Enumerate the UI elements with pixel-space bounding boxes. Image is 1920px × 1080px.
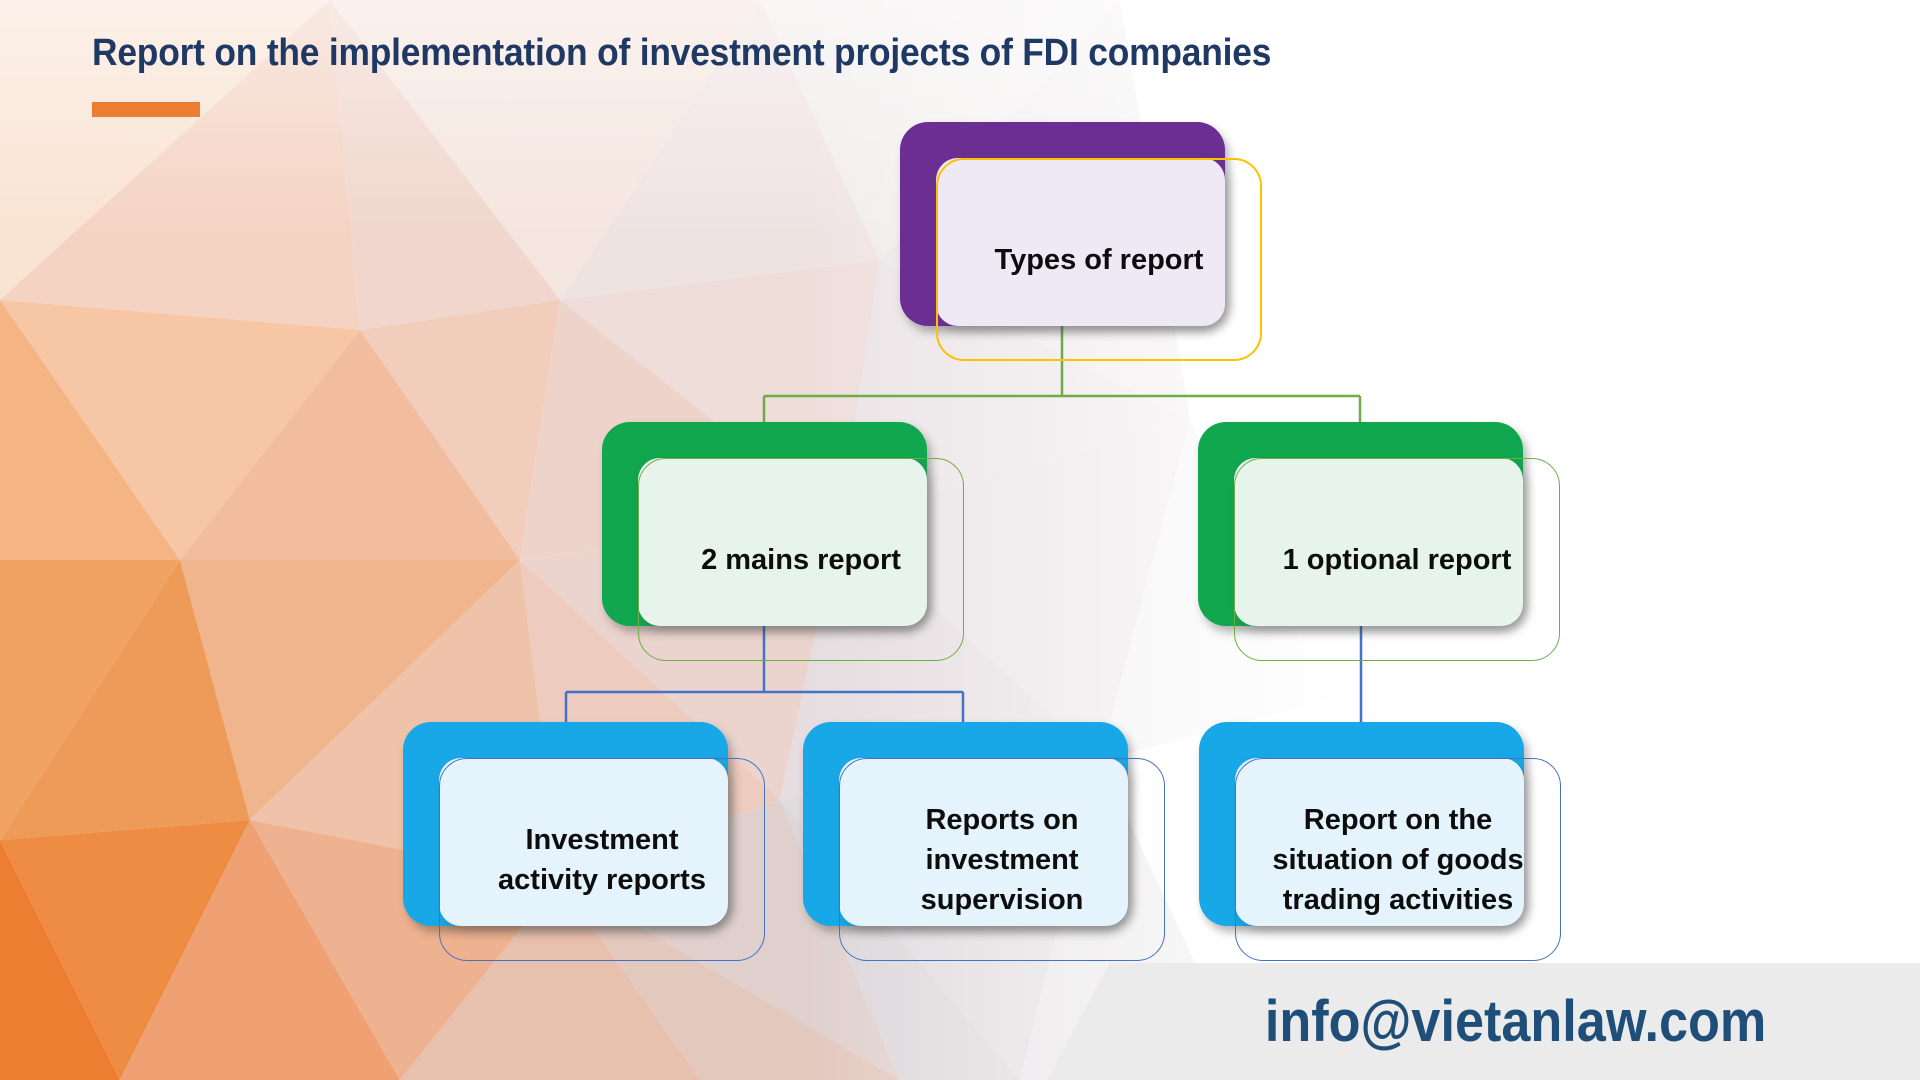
node-outline: 1 optional report — [1234, 458, 1560, 661]
node-outline: Types of report — [936, 158, 1262, 361]
node-label: 2 mains report — [701, 543, 901, 576]
footer-email: info@vietanlaw.com — [1265, 989, 1767, 1054]
node-label: 1 optional report — [1282, 543, 1512, 576]
title-accent-bar — [92, 102, 200, 117]
node-2-mains-report: 2 mains report — [602, 422, 964, 662]
node-outline: Investment activity reports — [439, 758, 765, 961]
node-card — [638, 458, 927, 626]
node-investment-activity-reports: Investment activity reports — [403, 722, 765, 962]
node-report-goods-trading-activities: Report on the situation of goods trading… — [1199, 722, 1561, 962]
node-card — [1235, 758, 1524, 926]
node-card — [936, 158, 1225, 326]
node-outline: Report on the situation of goods trading… — [1235, 758, 1561, 961]
node-reports-on-investment-supervision: Reports on investment supervision — [803, 722, 1165, 962]
node-1-optional-report: 1 optional report — [1198, 422, 1560, 662]
node-label: Types of report — [994, 243, 1204, 276]
blue-connectors — [564, 625, 1363, 722]
node-outline: Reports on investment supervision — [839, 758, 1165, 961]
node-label: Report on the situation of goods trading… — [1272, 803, 1524, 916]
node-types-of-report: Types of report — [900, 122, 1262, 362]
node-label: Reports on investment supervision — [920, 803, 1084, 916]
node-card — [839, 758, 1128, 926]
node-card — [1234, 458, 1523, 626]
node-card — [439, 758, 728, 926]
node-label: Investment activity reports — [498, 823, 706, 896]
page-title: Report on the implementation of investme… — [92, 32, 1272, 74]
footer-band: info@vietanlaw.com — [1047, 963, 1920, 1080]
node-outline: 2 mains report — [638, 458, 964, 661]
